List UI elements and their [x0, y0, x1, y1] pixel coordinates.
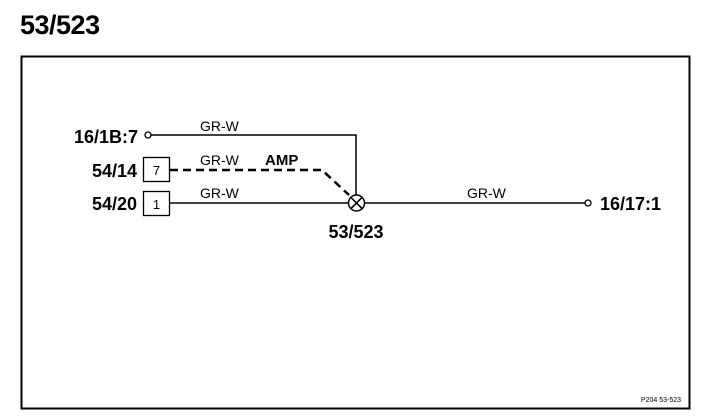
connector-label-54-20: 54/20: [92, 194, 137, 214]
splice-label: 53/523: [328, 222, 383, 242]
wire-gr-w-1: [151, 134, 357, 197]
connector-label-16-1b-7: 16/1B:7: [74, 127, 138, 147]
page-title: 53/523: [20, 10, 100, 40]
pin-label-54-14: 7: [153, 163, 160, 178]
wire-color-label-4: GR-W: [467, 185, 507, 201]
diagram-reference: P204 53-523: [641, 397, 681, 404]
wire-gr-w-amp-dashed: [170, 168, 350, 196]
pin-label-54-20: 1: [153, 197, 160, 212]
pin-box-54-14: [142, 156, 171, 183]
diagram-frame: [20, 55, 691, 410]
connector-label-16-17-1: 16/17:1: [600, 194, 661, 214]
wire-amp-label: AMP: [265, 152, 298, 169]
wire-color-label-2: GR-W: [200, 152, 240, 168]
terminal-16-17-1: [584, 199, 592, 207]
pin-box-54-20: [142, 190, 171, 217]
wire-color-label-3: GR-W: [200, 185, 240, 201]
splice-icon: [347, 194, 366, 212]
wire-color-label-1: GR-W: [200, 118, 240, 134]
terminal-16-1b-7: [144, 131, 152, 139]
connector-label-54-14: 54/14: [92, 161, 137, 181]
